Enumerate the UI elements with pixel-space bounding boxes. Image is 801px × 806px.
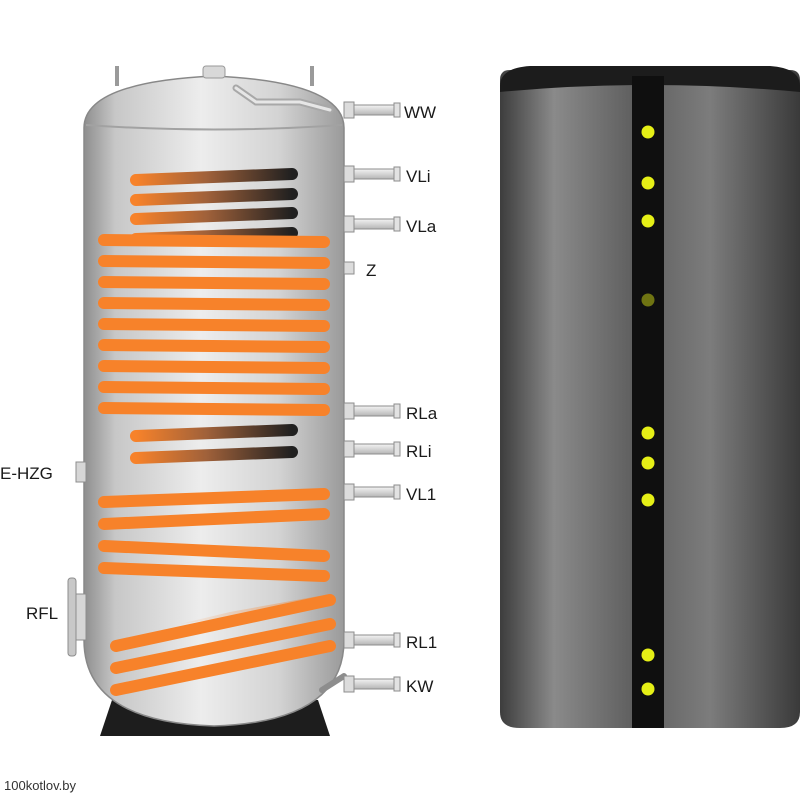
pipe-stub bbox=[353, 678, 397, 690]
pipe-stub bbox=[353, 443, 397, 455]
pipe-cap bbox=[393, 216, 401, 232]
coil-turn-orange bbox=[98, 540, 330, 562]
tank-collar bbox=[85, 124, 343, 131]
top-pin-right bbox=[310, 66, 314, 86]
coil-turn-orange bbox=[110, 618, 336, 674]
pipe-cap bbox=[393, 632, 401, 648]
pipe-stub bbox=[353, 168, 397, 180]
label-z: Z bbox=[366, 261, 376, 280]
pipe-cap bbox=[393, 403, 401, 419]
pipe-stub bbox=[353, 486, 397, 498]
seam-marker bbox=[641, 214, 655, 228]
pipe-stub bbox=[353, 218, 397, 230]
coil-turn-orange bbox=[98, 360, 330, 374]
watermark: 100kotlov.by bbox=[4, 778, 77, 793]
label-ww: WW bbox=[404, 103, 436, 122]
label-rl1: RL1 bbox=[406, 633, 437, 652]
seam-marker bbox=[641, 456, 655, 470]
coil-turn-orange bbox=[98, 402, 330, 416]
label-e-hzg: E-HZG bbox=[0, 464, 53, 483]
pipe-stub-z bbox=[343, 261, 355, 275]
pipe-flange bbox=[343, 215, 355, 233]
label-vla: VLa bbox=[406, 217, 437, 236]
upper-orange-coil bbox=[98, 234, 330, 416]
insulated-tank bbox=[500, 66, 800, 728]
pipe-cap bbox=[393, 484, 401, 500]
jacket-seam bbox=[632, 76, 664, 728]
pipe-flange bbox=[343, 631, 355, 649]
label-rli: RLi bbox=[406, 442, 432, 461]
seam-marker bbox=[641, 176, 655, 190]
pipe-flange bbox=[343, 675, 355, 693]
pipe-cap bbox=[393, 676, 401, 692]
label-rfl: RFL bbox=[26, 604, 58, 623]
pipe-flange bbox=[343, 440, 355, 458]
label-vli: VLi bbox=[406, 167, 431, 186]
seam-marker bbox=[641, 426, 655, 440]
coil-fade-upper bbox=[150, 488, 325, 504]
coil-turn-dark bbox=[130, 446, 298, 464]
coil-turn-orange bbox=[98, 508, 330, 530]
label-vl1: VL1 bbox=[406, 485, 436, 504]
coil-turn-orange bbox=[98, 276, 330, 290]
coil-turn-dark bbox=[130, 207, 298, 225]
coil-turn-orange bbox=[98, 318, 330, 332]
top-nozzle bbox=[202, 65, 226, 79]
pipe-cap bbox=[393, 166, 401, 182]
rfl-flange bbox=[67, 577, 77, 657]
connection-pipes bbox=[343, 101, 401, 693]
coil-turn-dark bbox=[130, 168, 298, 186]
seam-marker bbox=[641, 682, 655, 696]
pipe-cap bbox=[393, 441, 401, 457]
label-rla: RLa bbox=[406, 404, 438, 423]
coil-fade-lower bbox=[180, 594, 330, 624]
cutaway-tank bbox=[67, 65, 347, 736]
pipe-stub bbox=[353, 405, 397, 417]
seam-marker bbox=[641, 125, 655, 139]
seam-marker bbox=[641, 648, 655, 662]
pipe-stub bbox=[353, 634, 397, 646]
pipe-flange bbox=[343, 483, 355, 501]
top-pin-left bbox=[115, 66, 119, 86]
seam-markers bbox=[641, 125, 655, 696]
coil-turn-dark bbox=[130, 188, 298, 206]
mid-dark-coil bbox=[130, 424, 298, 464]
coil-turn-orange bbox=[110, 640, 336, 696]
pipe-flange bbox=[343, 165, 355, 183]
coil-turn-orange bbox=[98, 255, 330, 269]
coil-turn-dark bbox=[130, 424, 298, 442]
connection-labels: WW VLi VLa Z RLa RLi VL1 RL1 KW E-HZG RF… bbox=[0, 103, 438, 696]
seam-marker bbox=[641, 493, 655, 507]
coil-turn-orange bbox=[98, 234, 330, 248]
pipe-flange bbox=[343, 402, 355, 420]
coil-turn-orange bbox=[98, 297, 330, 311]
label-kw: KW bbox=[406, 677, 433, 696]
seam-marker bbox=[641, 293, 655, 307]
pipe-flange bbox=[343, 101, 355, 119]
coil-turn-orange bbox=[98, 381, 330, 395]
pipe-stub bbox=[353, 104, 397, 116]
coil-turn-orange bbox=[98, 562, 330, 582]
pipe-cap bbox=[393, 102, 401, 118]
e-hzg-boss bbox=[75, 461, 87, 483]
coil-turn-orange bbox=[98, 339, 330, 353]
